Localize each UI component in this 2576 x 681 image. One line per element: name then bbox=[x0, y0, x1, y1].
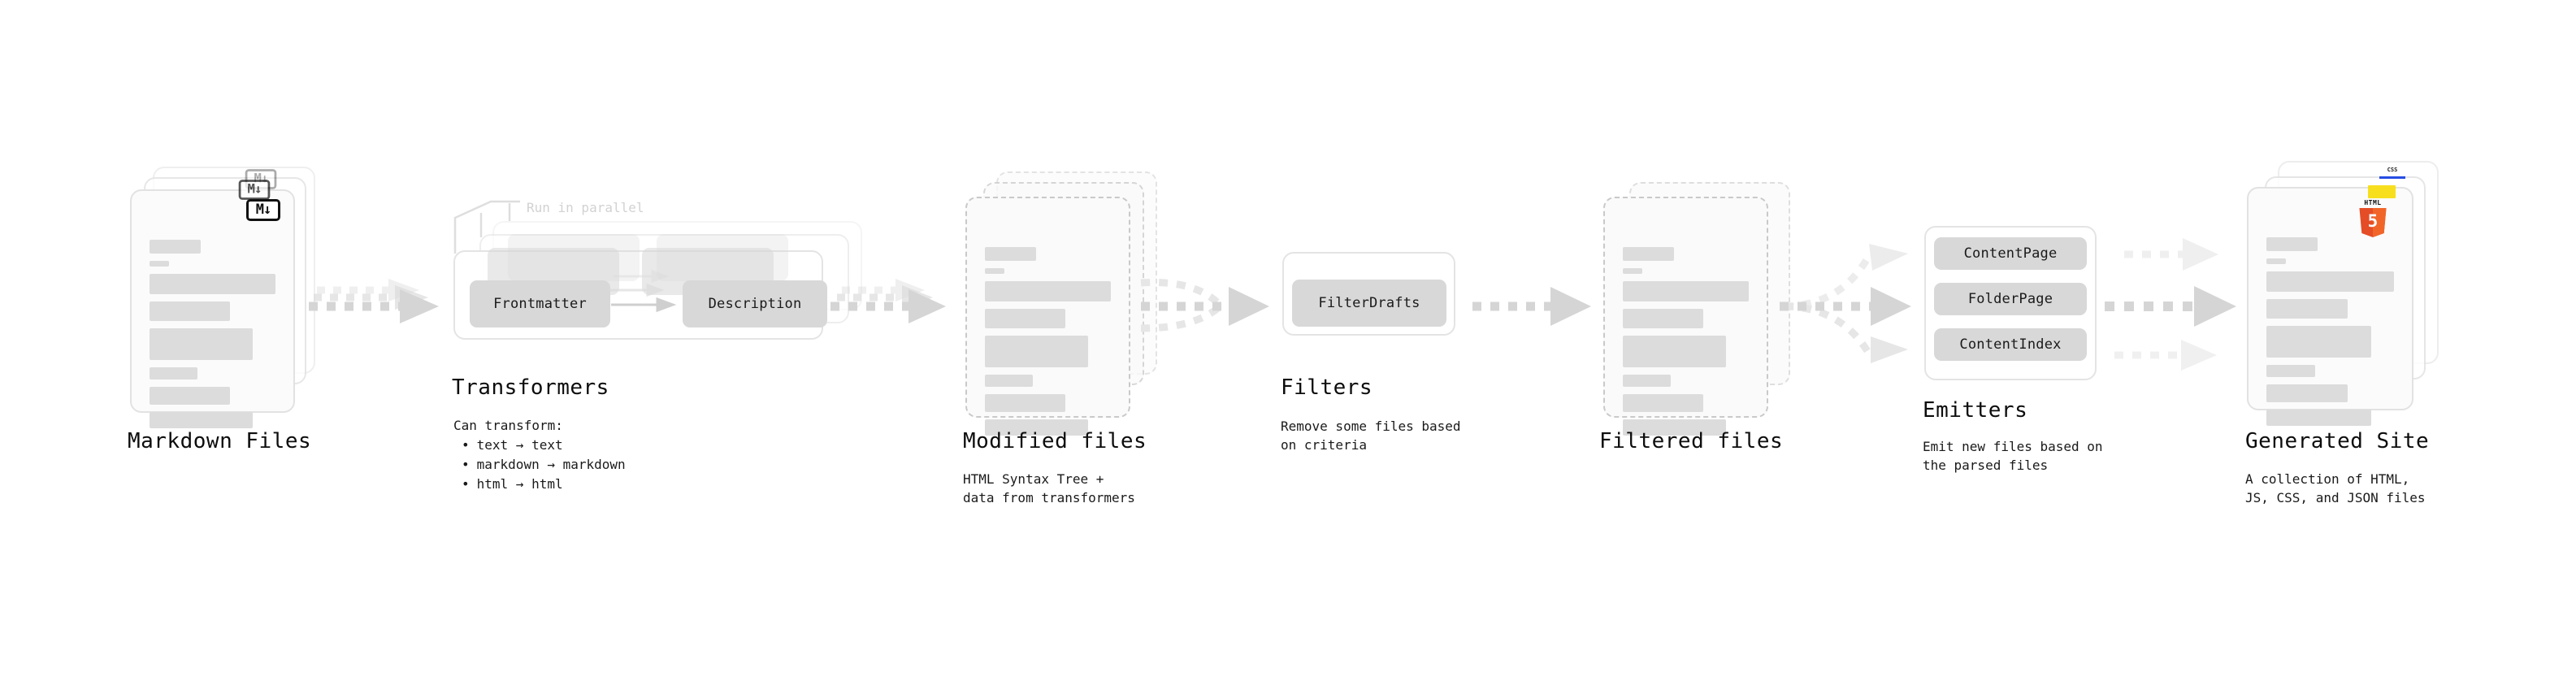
content-bar bbox=[2266, 384, 2348, 402]
content-bar bbox=[150, 261, 169, 267]
modified-card-front bbox=[965, 197, 1130, 436]
content-bar bbox=[2266, 326, 2371, 358]
connector-filtered-to-emitters bbox=[1780, 244, 1911, 363]
js-badge bbox=[2368, 185, 2396, 198]
markdown-badge: M↓ bbox=[246, 199, 280, 221]
connector-filters-to-filtered bbox=[1472, 287, 1591, 326]
content-bar bbox=[1623, 268, 1642, 274]
content-bar bbox=[985, 309, 1066, 328]
content-bar bbox=[2266, 271, 2394, 292]
markdown-content-bars bbox=[150, 240, 275, 436]
transformer-chip-description[interactable]: Description bbox=[683, 280, 827, 327]
html5-digit: 5 bbox=[2367, 210, 2379, 231]
content-bar bbox=[1623, 419, 1727, 436]
css-badge: CSS bbox=[2379, 167, 2405, 179]
content-bar bbox=[150, 274, 275, 294]
stage-subtitle-modified-files: HTML Syntax Tree + data from transformer… bbox=[963, 471, 1135, 506]
content-bar bbox=[985, 394, 1066, 412]
connector-modified-to-filters bbox=[1140, 279, 1269, 332]
stage-title-emitters: Emitters bbox=[1923, 398, 2028, 423]
stage-title-filtered-files: Filtered files bbox=[1599, 429, 1784, 453]
content-bar bbox=[150, 367, 197, 380]
stage-title-transformers: Transformers bbox=[452, 375, 609, 400]
content-bar bbox=[985, 375, 1033, 387]
modified-content-bars bbox=[985, 247, 1111, 443]
content-bar bbox=[150, 387, 231, 405]
content-bar bbox=[1623, 394, 1704, 412]
stage-title-filters: Filters bbox=[1281, 375, 1373, 400]
content-bar bbox=[2266, 410, 2371, 426]
emitter-chip-contentindex[interactable]: ContentIndex bbox=[1934, 328, 2087, 361]
filter-chip-filterdrafts[interactable]: FilterDrafts bbox=[1292, 280, 1446, 327]
content-bar bbox=[150, 240, 201, 254]
stage-subtitle-emitters: Emit new files based on the parsed files bbox=[1923, 439, 2103, 474]
content-bar bbox=[2266, 365, 2315, 377]
html5-wordmark: HTML bbox=[2364, 199, 2382, 206]
connector-markdown-to-transformers bbox=[309, 279, 439, 323]
stage-title-modified-files: Modified files bbox=[963, 429, 1147, 453]
markdown-badge-mid: M↓ bbox=[238, 180, 271, 200]
content-bar bbox=[2266, 258, 2286, 264]
content-bar bbox=[985, 247, 1036, 261]
content-bar bbox=[1623, 375, 1671, 387]
site-card-front bbox=[2247, 187, 2413, 426]
emitter-chip-folderpage[interactable]: FolderPage bbox=[1934, 283, 2087, 315]
transformers-bullets: Can transform: text → text markdown → ma… bbox=[453, 416, 626, 494]
content-bar bbox=[1623, 309, 1704, 328]
content-bar bbox=[150, 412, 254, 428]
run-in-parallel-label: Run in parallel bbox=[527, 200, 644, 215]
content-bar bbox=[2266, 299, 2348, 319]
content-bar bbox=[1623, 247, 1674, 261]
stage-subtitle-filters: Remove some files based on criteria bbox=[1281, 419, 1461, 453]
content-bar bbox=[150, 301, 231, 321]
content-bar bbox=[2266, 237, 2318, 251]
content-bar bbox=[1623, 281, 1749, 301]
content-bar bbox=[985, 281, 1111, 301]
html5-shield: 5 bbox=[2359, 208, 2387, 237]
stage-title-markdown-files: Markdown Files bbox=[128, 429, 312, 453]
transformer-bullet: text → text bbox=[462, 436, 626, 455]
stage-title-generated-site: Generated Site bbox=[2245, 429, 2430, 453]
content-bar bbox=[985, 419, 1089, 436]
transformer-bullet: html → html bbox=[462, 475, 626, 494]
content-bar bbox=[985, 336, 1089, 367]
stage-subtitle-generated-site: A collection of HTML, JS, CSS, and JSON … bbox=[2245, 471, 2426, 506]
content-bar bbox=[985, 268, 1004, 274]
filtered-card-front bbox=[1603, 197, 1768, 436]
content-bar bbox=[1623, 336, 1727, 367]
transformers-bullets-lead: Can transform: bbox=[453, 418, 563, 433]
filtered-content-bars bbox=[1623, 247, 1749, 443]
content-bar bbox=[150, 328, 254, 360]
markdown-card-front bbox=[130, 189, 295, 428]
emitter-chip-contentpage[interactable]: ContentPage bbox=[1934, 237, 2087, 270]
connector-emitters-to-site bbox=[2105, 238, 2236, 371]
site-content-bars bbox=[2266, 237, 2394, 433]
transformer-bullet: markdown → markdown bbox=[462, 455, 626, 475]
html5-badge: HTML 5 bbox=[2357, 200, 2389, 237]
transformer-chip-frontmatter[interactable]: Frontmatter bbox=[470, 280, 610, 327]
